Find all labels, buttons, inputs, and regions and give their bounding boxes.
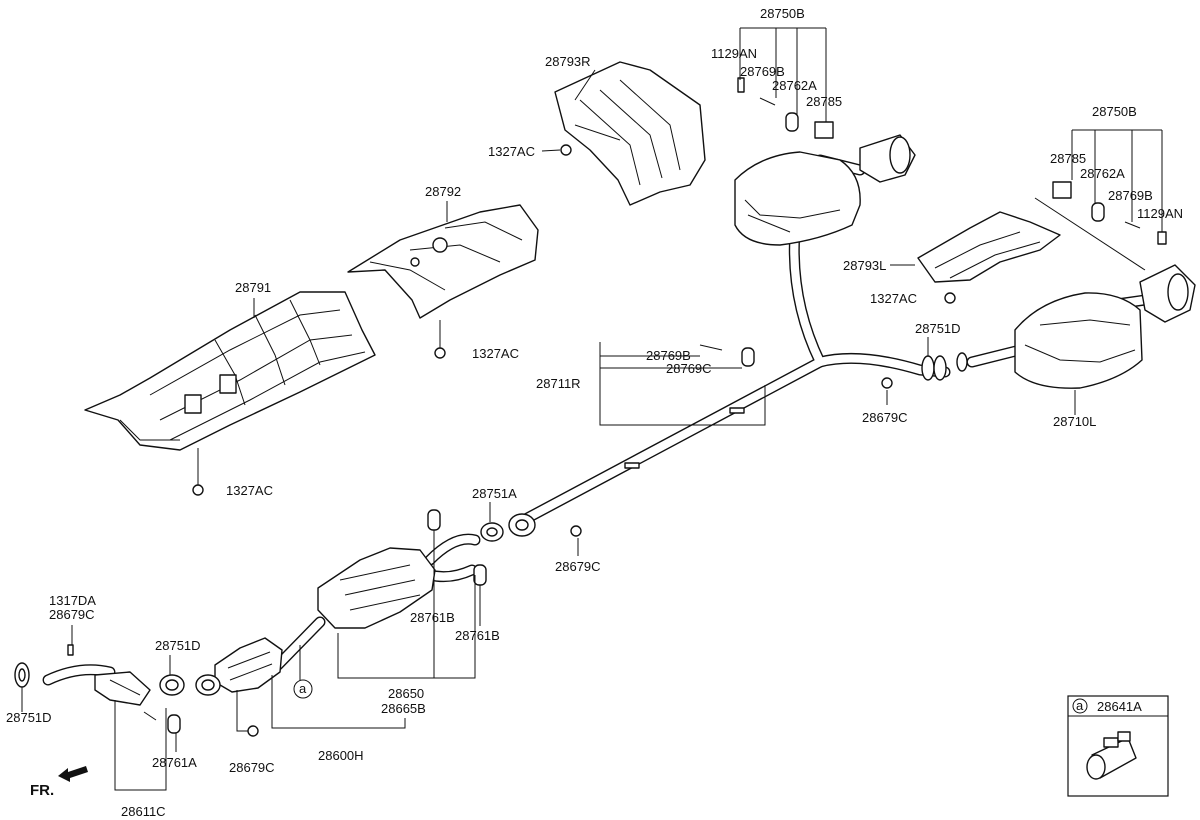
leader-lines [21,27,1163,791]
label-1327AC-d: 1327AC [870,291,917,306]
label-1129AN-top: 1129AN [711,46,757,61]
reference-marker-a: a [293,679,313,699]
front-label: FR. [30,782,54,799]
label-28761B-b: 28761B [455,628,500,643]
label-28750B-right: 28750B [1092,104,1137,119]
catalytic-converter-center [317,547,436,629]
label-28711R: 28711R [536,376,581,391]
front-direction-indicator: FR. [30,766,88,799]
gaskets-and-hangers [14,77,1167,737]
inset-label: 28641A [1097,699,1142,714]
label-1327AC-c: 1327AC [226,483,273,498]
heat-shield-28791 [84,291,376,451]
label-28769B-top: 28769B [740,64,785,79]
inset-28641A: a 28641A [1067,695,1169,797]
label-28611C: 28611C [121,804,166,819]
part-labels: 28750B 1129AN 28769B 28762A 28785 28793R… [6,6,1183,819]
label-28600H: 28600H [318,748,364,763]
heat-shield-28793L [917,211,1061,283]
label-28751A: 28751A [472,486,517,501]
label-28679C-center: 28679C [555,559,601,574]
heat-shield-28792 [347,204,539,319]
label-28679C-bottom: 28679C [229,760,275,775]
label-28785-right: 28785 [1050,151,1086,166]
label-28751D-mid: 28751D [155,638,201,653]
label-28762A-top: 28762A [772,78,817,93]
front-pipe-28611C [94,671,151,706]
label-1317DA: 1317DA [49,593,96,608]
label-28769C-mid: 28769C [666,361,712,376]
label-28791: 28791 [235,280,271,295]
label-28665B: 28665B [381,701,426,716]
muffler-rear-right [734,134,916,246]
label-28761A: 28761A [152,755,197,770]
label-28785-top: 28785 [806,94,842,109]
label-1327AC-b: 1327AC [472,346,519,361]
label-28793R: 28793R [545,54,591,69]
label-28750B-top: 28750B [760,6,805,21]
label-28679C-mid: 28679C [862,410,908,425]
inset-marker: a [1076,698,1084,713]
label-28679C-left: 28679C [49,607,95,622]
label-28761B-a: 28761B [410,610,455,625]
label-28762A-right: 28762A [1080,166,1125,181]
label-28769B-mid: 28769B [646,348,691,363]
label-28793L: 28793L [843,258,886,273]
muffler-28710L [1014,264,1196,389]
heat-shield-28793R [554,61,706,206]
label-28650: 28650 [388,686,424,701]
label-28751D-right: 28751D [915,321,961,336]
label-1129AN-right: 1129AN [1137,206,1183,221]
reference-marker-letter: a [299,681,307,696]
label-1327AC-a: 1327AC [488,144,535,159]
front-arrow-icon [58,766,88,782]
label-28751D-left: 28751D [6,710,52,725]
label-28792: 28792 [425,184,461,199]
label-28769B-right: 28769B [1108,188,1153,203]
clamp-icon [1086,731,1137,780]
label-28710L: 28710L [1053,414,1096,429]
